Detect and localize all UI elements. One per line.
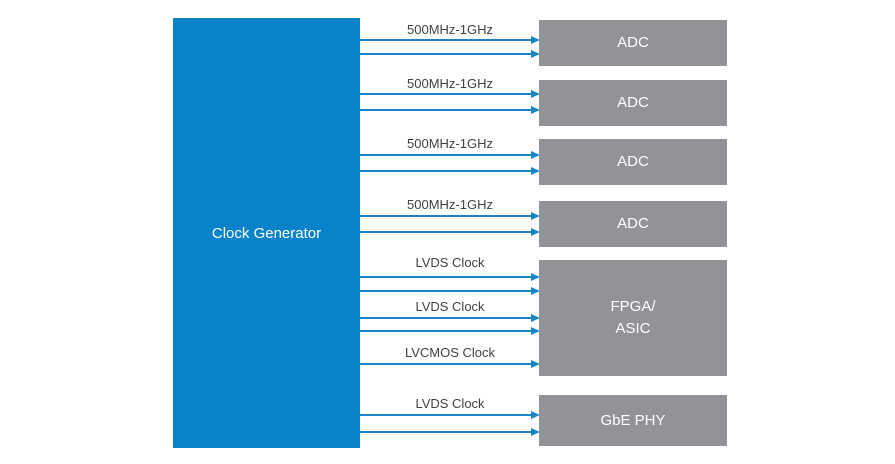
connection-label-gbe-lvds: LVDS Clock xyxy=(415,396,485,411)
clock-arrow-fpga-lvds1-b xyxy=(360,287,540,295)
clock-arrow-adc1-b xyxy=(360,50,540,58)
adc-block-3-label: ADC xyxy=(617,153,649,171)
clock-generator-block: Clock Generator xyxy=(173,18,360,448)
clock-arrow-fpga-lvds1-a xyxy=(360,273,540,281)
connection-label-fpga-lvds2: LVDS Clock xyxy=(415,299,485,314)
connection-label-adc4: 500MHz-1GHz xyxy=(407,197,493,212)
clock-arrow-adc3-b xyxy=(360,167,540,175)
clock-arrow-fpga-lvds2-b xyxy=(360,327,540,335)
clock-arrow-gbe-a xyxy=(360,411,540,419)
clock-arrow-fpga-lvcmos xyxy=(360,360,540,368)
clock-arrow-adc2-a xyxy=(360,90,540,98)
adc-block-4-label: ADC xyxy=(617,215,649,233)
fpga-asic-block-label: FPGA/ ASIC xyxy=(610,298,656,337)
clock-arrow-gbe-b xyxy=(360,428,540,436)
adc-block-2-label: ADC xyxy=(617,94,649,112)
clock-arrow-adc4-a xyxy=(360,212,540,220)
connection-label-adc3: 500MHz-1GHz xyxy=(407,136,493,151)
adc-block-4: ADC xyxy=(539,201,727,247)
connection-label-fpga-lvcmos: LVCMOS Clock xyxy=(404,345,496,360)
gbe-phy-block: GbE PHY xyxy=(539,395,727,446)
connection-label-adc2: 500MHz-1GHz xyxy=(407,76,493,91)
connection-label-fpga-lvds1: LVDS Clock xyxy=(415,255,485,270)
clock-arrow-adc4-b xyxy=(360,228,540,236)
adc-block-2: ADC xyxy=(539,80,727,126)
connection-label-adc1: 500MHz-1GHz xyxy=(407,22,493,37)
clock-generator-label: Clock Generator xyxy=(211,224,322,242)
clock-arrow-adc1-a xyxy=(360,36,540,44)
adc-block-1: ADC xyxy=(539,20,727,66)
fpga-asic-block: FPGA/ ASIC xyxy=(539,260,727,376)
gbe-phy-block-label: GbE PHY xyxy=(600,411,666,429)
clock-arrow-fpga-lvds2-a xyxy=(360,314,540,322)
adc-block-1-label: ADC xyxy=(617,34,649,52)
clock-arrow-adc3-a xyxy=(360,151,540,159)
clock-arrow-adc2-b xyxy=(360,106,540,114)
adc-block-3: ADC xyxy=(539,139,727,185)
